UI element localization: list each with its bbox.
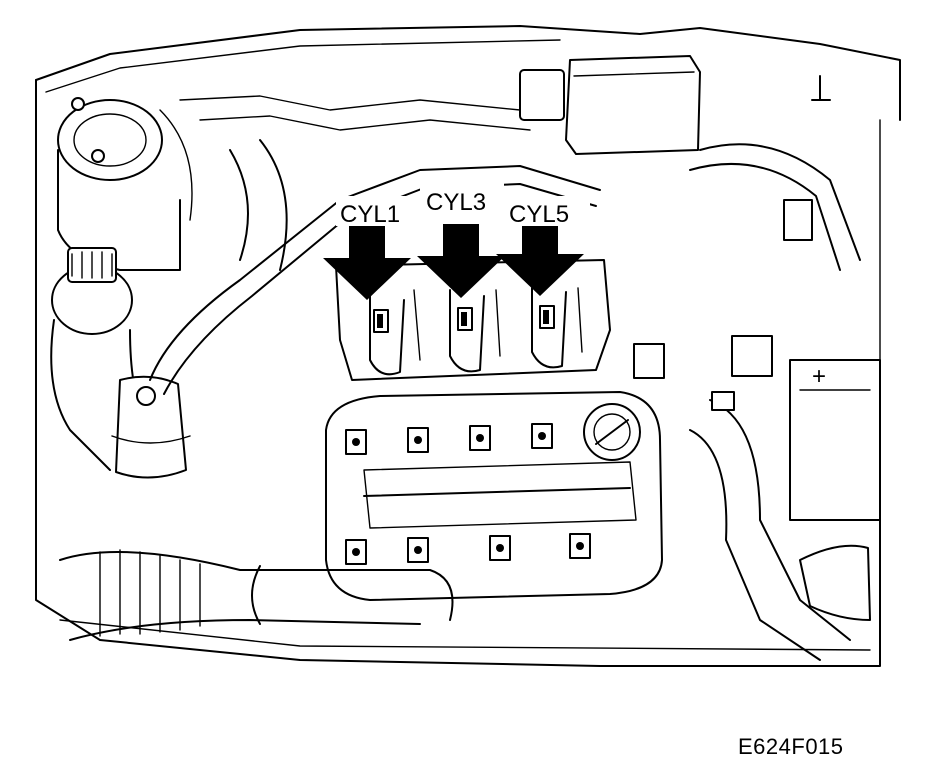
intake-hose xyxy=(59,549,454,641)
arrow-cyl3 xyxy=(417,224,505,298)
battery-plus-sign: + xyxy=(812,363,826,390)
arrow-cyl1 xyxy=(323,226,411,300)
cyl3-label: CYL3 xyxy=(426,189,486,216)
cyl5-label-bg xyxy=(506,196,590,226)
valve-cover-bolts-top xyxy=(345,423,553,455)
cyl1-label: CYL1 xyxy=(340,201,400,228)
valve-cover-oil-cap xyxy=(583,403,641,461)
cyl1-label-bg xyxy=(336,196,420,226)
coil-connectors xyxy=(373,305,555,333)
strut-tower xyxy=(111,375,191,479)
upper-hoses xyxy=(149,95,601,395)
right-components xyxy=(689,75,881,521)
arrow-cyl5 xyxy=(496,222,584,296)
cyl3-label-bg xyxy=(420,182,504,214)
valve-cover-bolts-bottom xyxy=(345,533,591,565)
reservoir-cap xyxy=(57,97,193,271)
cyl5-label: CYL5 xyxy=(509,201,569,228)
figure-code: E624F015 xyxy=(738,734,844,759)
oil-filler-cap xyxy=(50,247,151,471)
relay-box xyxy=(519,55,701,155)
right-connectors xyxy=(633,335,773,411)
